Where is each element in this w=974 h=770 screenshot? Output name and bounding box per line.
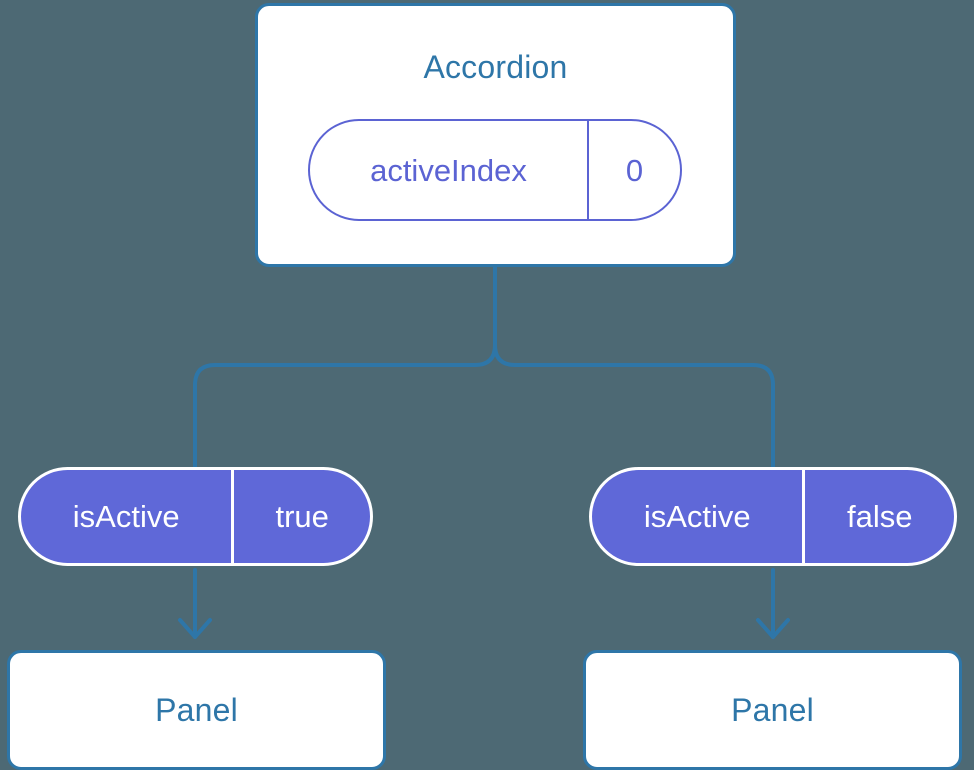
state-pill-isactive-right-key: isActive	[643, 499, 751, 534]
connector-root-to-right-branch	[493, 265, 775, 469]
arrowhead-down-icon-right	[756, 618, 790, 639]
node-panel-right[interactable]: Panel	[583, 650, 962, 770]
node-panel-left-title: Panel	[155, 692, 238, 728]
node-accordion-title: Accordion	[423, 49, 568, 85]
arrowhead-down-icon-left	[178, 618, 212, 639]
state-pill-activeindex[interactable]: activeIndex 0	[308, 119, 682, 221]
state-pill-isactive-left-value: true	[231, 470, 370, 563]
state-pill-activeindex-key: activeIndex	[370, 152, 527, 188]
state-pill-isactive-left-key: isActive	[72, 499, 180, 534]
node-panel-right-title: Panel	[731, 692, 814, 728]
connector-root-to-left-branch	[193, 265, 497, 469]
state-pill-isactive-left[interactable]: isActive true	[18, 467, 373, 566]
state-pill-isactive-right-value: false	[802, 470, 954, 563]
state-pill-isactive-right[interactable]: isActive false	[589, 467, 957, 566]
state-pill-activeindex-value: 0	[586, 121, 680, 219]
node-panel-left[interactable]: Panel	[7, 650, 386, 770]
